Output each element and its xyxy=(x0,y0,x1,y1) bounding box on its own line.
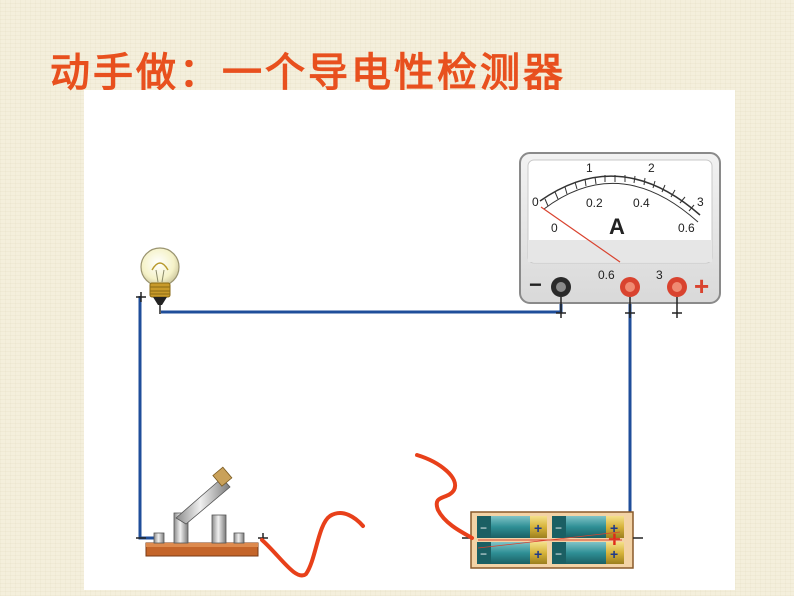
ammeter: 0 1 2 3 0 0.2 0.4 0.6 A − 0.6 3 + xyxy=(519,152,721,318)
battery-cell: − + xyxy=(552,516,624,538)
scale-lower-1: 0.2 xyxy=(586,196,603,210)
circuit-wires xyxy=(138,296,632,540)
terminal-negative-sign: − xyxy=(529,272,542,297)
ammeter-needle xyxy=(540,206,621,263)
terminal-negative[interactable] xyxy=(551,277,571,297)
terminal-small-range[interactable] xyxy=(620,277,640,297)
cell-positive-sign: + xyxy=(610,520,618,536)
scale-upper-1: 1 xyxy=(586,161,593,175)
scale-lower-2: 0.4 xyxy=(633,196,650,210)
battery-cell: − + xyxy=(477,542,547,564)
scale-upper-0: 0 xyxy=(532,195,539,209)
wire-bulb-to-ammeter xyxy=(161,296,563,314)
scale-ticks xyxy=(544,175,695,212)
cell-negative-sign: − xyxy=(480,521,487,535)
cell-negative-sign: − xyxy=(480,547,487,561)
scale-lower-0: 0 xyxy=(551,221,558,235)
wire-left-vertical xyxy=(138,296,160,540)
terminal-positive-sign: + xyxy=(694,271,709,301)
cell-positive-sign: + xyxy=(534,546,542,562)
cell-positive-sign: + xyxy=(534,520,542,536)
cell-negative-sign: − xyxy=(555,521,562,535)
ammeter-unit: A xyxy=(609,214,625,239)
loose-test-lead-right[interactable] xyxy=(415,453,474,540)
terminal-large-range[interactable] xyxy=(667,277,687,297)
battery-pack: − + − + − + − + + xyxy=(462,511,643,569)
slide-title: 动手做：一个导电性检测器 xyxy=(50,50,566,96)
battery-cell: − + xyxy=(552,542,624,564)
scale-upper-2: 2 xyxy=(648,161,655,175)
cell-positive-sign: + xyxy=(610,546,618,562)
loose-test-lead-left[interactable] xyxy=(260,511,365,578)
battery-cell: − + xyxy=(477,516,547,538)
scale-lower-3: 0.6 xyxy=(678,221,695,235)
scale-upper-3: 3 xyxy=(697,195,704,209)
knife-switch[interactable] xyxy=(136,466,268,557)
light-bulb xyxy=(136,247,180,314)
cell-negative-sign: − xyxy=(555,547,562,561)
terminal-small-range-label: 0.6 xyxy=(598,268,615,282)
terminal-large-range-label: 3 xyxy=(656,268,663,282)
wire-ammeter-to-battery xyxy=(618,296,632,540)
